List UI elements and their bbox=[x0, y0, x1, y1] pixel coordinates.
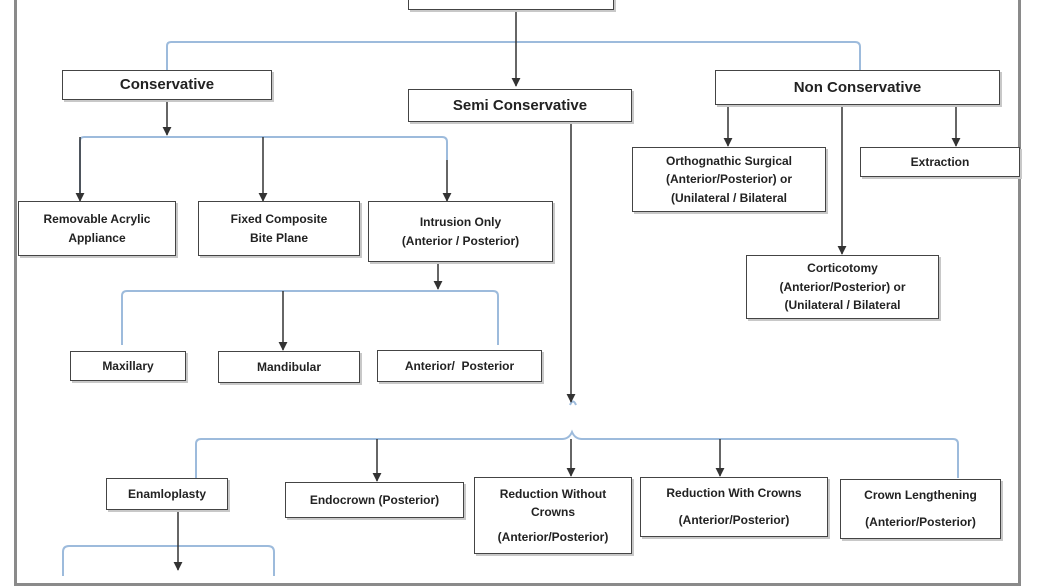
fixed-composite-bite-plane-node: Fixed Composite Bite Plane bbox=[198, 201, 360, 256]
conservative-node: Conservative bbox=[62, 70, 272, 100]
arrows bbox=[75, 10, 961, 571]
anterior-posterior-node: Anterior/ Posterior bbox=[377, 350, 542, 382]
root-node bbox=[408, 0, 614, 10]
semi-conservative-node: Semi Conservative bbox=[408, 89, 632, 122]
semi-conservative-label: Semi Conservative bbox=[452, 96, 588, 114]
conservative-label: Conservative bbox=[119, 76, 215, 94]
orthognathic-surgical-node: Orthognathic Surgical (Anterior/Posterio… bbox=[632, 147, 826, 212]
extraction-node: Extraction bbox=[860, 147, 1020, 177]
intrusion-only-node: Intrusion Only (Anterior / Posterior) bbox=[368, 201, 553, 262]
reduction-with-crowns-node: Reduction With Crowns (Anterior/Posterio… bbox=[640, 477, 828, 537]
removable-acrylic-appliance-node: Removable Acrylic Appliance bbox=[18, 201, 176, 256]
non-conservative-label: Non Conservative bbox=[793, 78, 922, 96]
crown-lengthening-node: Crown Lengthening (Anterior/Posterior) bbox=[840, 479, 1001, 539]
enamloplasty-node: Enamloplasty bbox=[106, 478, 228, 510]
maxillary-node: Maxillary bbox=[70, 351, 186, 381]
mandibular-node: Mandibular bbox=[218, 351, 360, 383]
non-conservative-node: Non Conservative bbox=[715, 70, 1000, 105]
endocrown-node: Endocrown (Posterior) bbox=[285, 482, 464, 518]
corticotomy-node: Corticotomy (Anterior/Posterior) or (Uni… bbox=[746, 255, 939, 319]
reduction-without-crowns-node: Reduction Without Crowns (Anterior/Poste… bbox=[474, 477, 632, 554]
